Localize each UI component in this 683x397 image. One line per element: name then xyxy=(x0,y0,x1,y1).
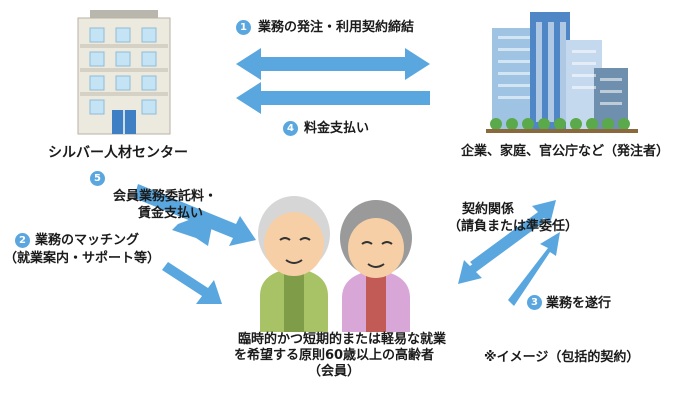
flow-5-label-line1: 会員業務委託料・ xyxy=(113,189,218,204)
members-label-line1: 臨時的かつ短期的または軽易な就業 xyxy=(237,332,447,347)
client-buildings-icon xyxy=(486,12,638,133)
flow-2-badge: 2 xyxy=(15,233,30,248)
silver-center-label: シルバー人材センター xyxy=(48,145,188,161)
flow-4-badge: 4 xyxy=(283,121,298,136)
flow-1-badge: 1 xyxy=(236,20,251,35)
clients-label: 企業、家庭、官公庁など（発注者） xyxy=(460,144,670,159)
flow-3-badge: 3 xyxy=(527,295,542,310)
arrow-order-left xyxy=(236,48,262,80)
flow-2-label-line1: 業務のマッチング xyxy=(35,233,140,248)
flow-3-label: 業務を遂行 xyxy=(546,296,612,311)
silver-center-building-icon xyxy=(77,10,171,135)
contract-label-line2: （請負または準委任） xyxy=(448,219,579,234)
flow-5-badge: 5 xyxy=(90,171,105,186)
arrow-match-to-member xyxy=(162,262,222,304)
arrow-contract-down xyxy=(458,216,544,284)
contract-label-line1: 契約関係 xyxy=(462,202,515,217)
arrow-perform-up xyxy=(508,232,560,306)
flow-4-label: 料金支払い xyxy=(304,121,370,136)
arrow-matching xyxy=(172,210,212,246)
elderly-members-icon xyxy=(258,196,412,332)
members-label-line2: を希望する原則60歳以上の高齢者 xyxy=(233,348,435,363)
note-label: ※イメージ（包括的契約） xyxy=(484,350,640,365)
arrow-order-right xyxy=(262,48,430,80)
flow-5-label-line2: 賃金支払い xyxy=(138,206,204,221)
flow-2-label-line2: （就業案内・サポート等） xyxy=(4,251,161,266)
flow-1-label: 業務の発注・利用契約締結 xyxy=(258,20,415,35)
arrow-member-fee xyxy=(134,184,256,246)
members-label-line3: （会員） xyxy=(307,364,361,379)
arrow-fee-left xyxy=(236,82,430,114)
